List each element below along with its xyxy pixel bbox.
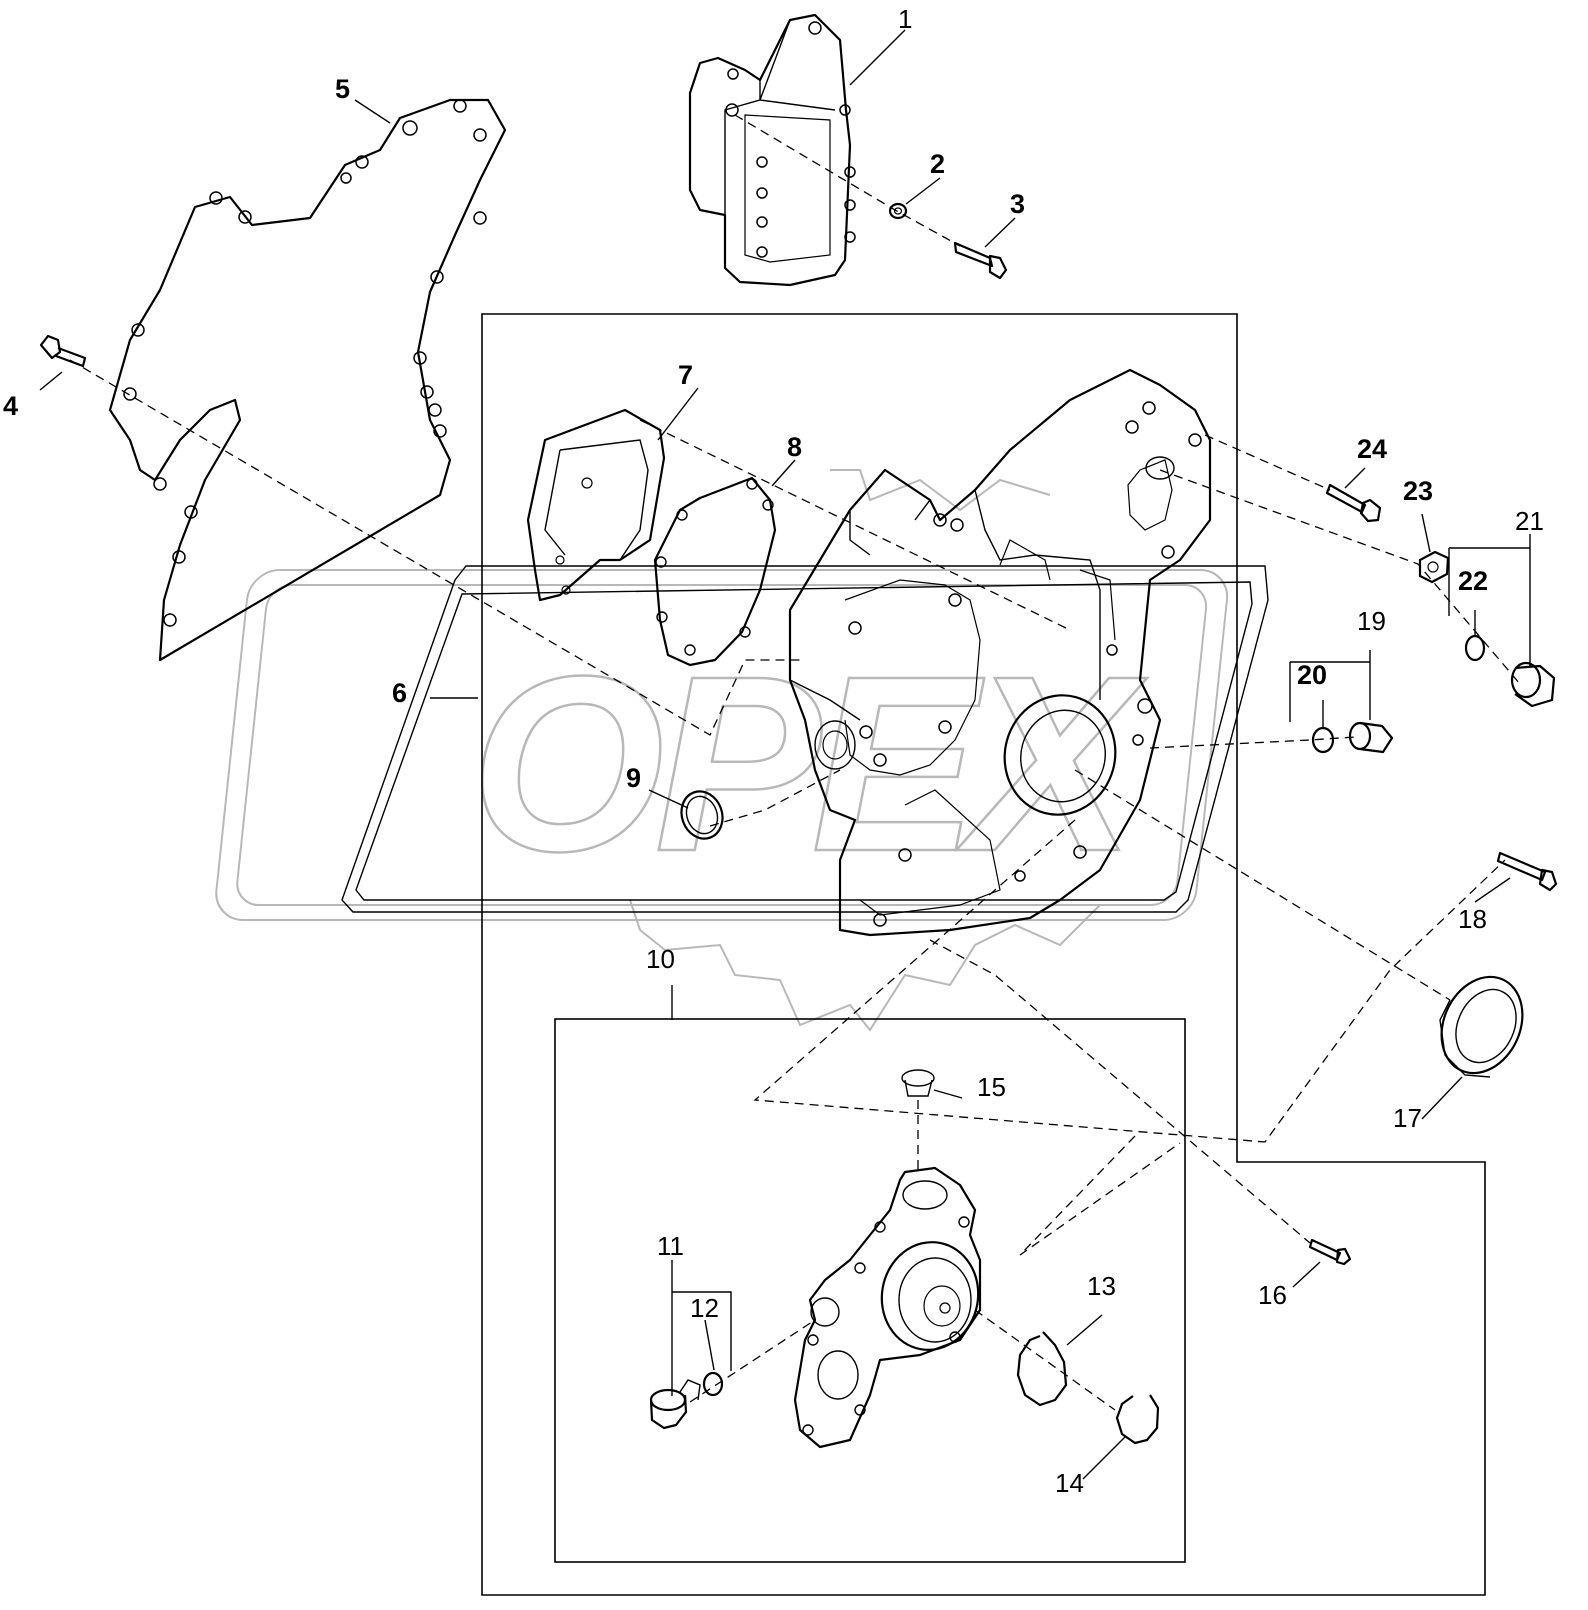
callout-16: 16	[1258, 1280, 1287, 1310]
callout-5: 5	[335, 74, 350, 104]
water-pump-body	[793, 1166, 982, 1449]
callout-14: 14	[1055, 1468, 1084, 1498]
front-cover-assembly-frame	[481, 313, 1486, 1596]
callout-17: 17	[1393, 1103, 1422, 1133]
callout-24: 24	[1357, 434, 1387, 464]
callout-22: 22	[1458, 566, 1488, 596]
callout-6: 6	[392, 678, 407, 708]
part-9-o-ring	[680, 790, 724, 840]
callout-18: 18	[1458, 904, 1487, 934]
callout-13: 13	[1087, 1271, 1116, 1301]
callout-8: 8	[787, 432, 802, 462]
part-12-washer	[702, 1371, 724, 1397]
callout-21: 21	[1515, 506, 1544, 536]
water-pump-assembly-frame	[554, 1018, 1186, 1563]
callout-12: 12	[690, 1293, 719, 1323]
part-22-washer	[1464, 634, 1486, 662]
callout-11: 11	[657, 1231, 684, 1261]
callout-9: 9	[626, 763, 641, 793]
part-6-seal	[341, 565, 1269, 913]
part-8-cover-gasket	[653, 476, 777, 667]
part-16-bolt	[1308, 1238, 1352, 1266]
part-21-plug	[1510, 661, 1556, 708]
part-2-washer	[888, 202, 908, 220]
callout-4: 4	[3, 391, 18, 421]
callout-3: 3	[1010, 189, 1025, 219]
part-8-gasket-holes	[655, 478, 774, 656]
part-18-bolt	[1496, 851, 1558, 892]
callout-19: 19	[1357, 606, 1386, 636]
assembly-lines	[69, 114, 1521, 1411]
part-7-cover-plate	[526, 408, 666, 602]
part-1-bracket	[688, 13, 856, 287]
callout-15: 15	[977, 1072, 1006, 1102]
callout-7: 7	[678, 360, 693, 390]
leader-lines	[39, 29, 1531, 1480]
part-24-bolt	[1325, 483, 1382, 523]
part-17-seal	[1439, 975, 1524, 1078]
part-23-nut	[1418, 550, 1450, 584]
callout-23: 23	[1403, 476, 1433, 506]
part-5-gasket-holes	[123, 99, 487, 627]
callout-2: 2	[930, 149, 945, 179]
part-13-circlip	[1016, 1331, 1068, 1407]
callout-20: 20	[1297, 660, 1327, 690]
part-15-plug	[901, 1069, 935, 1097]
callout-10: 10	[646, 944, 675, 974]
part-14-circlip	[1115, 1394, 1160, 1445]
watermark-logo: OPEX	[215, 469, 1229, 1032]
callout-1: 1	[898, 4, 912, 34]
part-19-plug	[1348, 721, 1394, 754]
part-4-bolt	[39, 334, 87, 368]
watermark-inner-frame	[236, 584, 1208, 906]
part-11-plug	[649, 1379, 701, 1430]
watermark-text: OPEX	[470, 624, 1148, 903]
part-5-gasket	[108, 98, 507, 662]
front-timing-cover-housing	[788, 368, 1212, 937]
part-3-bolt	[953, 241, 1008, 280]
callouts: 1 2 3 4 5 6 7 8 9 10 11 12 13 14 15 16 1…	[3, 4, 1544, 1498]
